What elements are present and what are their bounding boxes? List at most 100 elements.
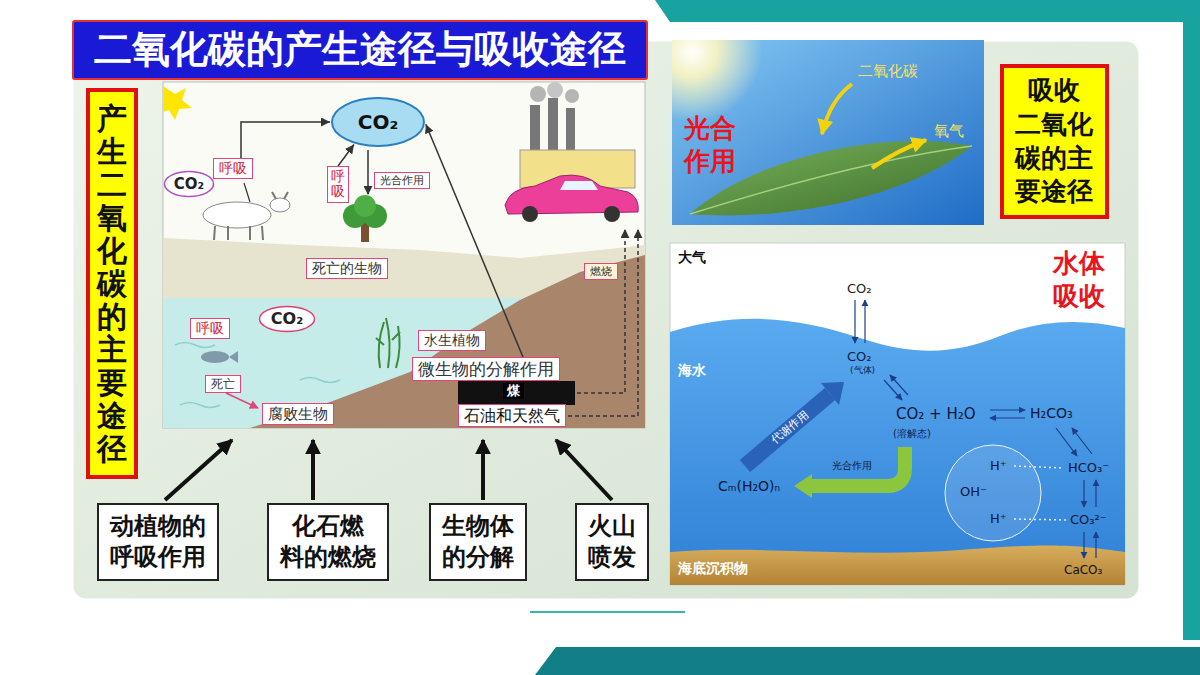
smoke-puff (547, 82, 563, 98)
node-text: 光合作用 (380, 174, 424, 187)
node-text: CO₂ (358, 110, 398, 134)
title-text: 二氧化碳的产生途径与吸收途径 (94, 27, 626, 73)
equilibrium-arrow (1056, 428, 1077, 456)
node-text: 水生植物 (424, 332, 480, 349)
dotted-link (1014, 466, 1064, 468)
equilibrium-arrow (1072, 428, 1092, 454)
ion-label: HCO₃⁻ (1068, 460, 1109, 476)
pointer-arrow (556, 440, 612, 500)
dotted-link (1014, 519, 1066, 520)
node-text: 吸收 二氧化 碳的主 要途径 (1014, 74, 1095, 209)
node-text: 腐败生物 (268, 405, 328, 423)
equilibrium-arrow (1095, 532, 1096, 558)
car-window (560, 181, 598, 190)
cow-body (203, 202, 271, 228)
process-tag: 呼吸 (190, 318, 230, 339)
co2-pool-ellipse: CO₂ (330, 96, 426, 148)
ocean-frame (670, 243, 1125, 585)
sea-water (670, 319, 1125, 585)
o2-out-arrow (872, 140, 926, 168)
gas-label: 二氧化碳 (858, 62, 918, 80)
equilibrium-arrow (854, 300, 855, 343)
formula-label: CO₂ + H₂O (896, 405, 976, 423)
equilibrium-arrow (990, 417, 1025, 418)
ellipse-shape (332, 98, 424, 146)
chimney (530, 105, 540, 150)
zone-label: 大气 (678, 249, 706, 266)
zone-label: 海底沉积物 (678, 560, 748, 577)
chimney (566, 108, 575, 150)
process-label: 光合作用 (832, 460, 872, 472)
formula-label: Cₘ(H₂O)ₙ (718, 478, 780, 495)
water-ripples (175, 343, 340, 408)
equilibrium-arrow (1083, 532, 1084, 558)
node-text: 燃烧 (590, 265, 612, 278)
tree-crown (354, 195, 376, 217)
coal-seam (458, 381, 575, 405)
cow-figure (203, 192, 290, 240)
node-text: 微生物的分解作用 (418, 359, 554, 379)
state-note: (溶解态) (893, 428, 931, 440)
equilibrium-arrows (855, 300, 1096, 558)
source-box: 动植物的 呼吸作用 (97, 503, 219, 581)
leader-line (244, 183, 250, 202)
formula-label: CO₂ (847, 349, 872, 365)
sun-symbol (163, 86, 192, 120)
zone-label: 海水 (678, 362, 706, 379)
node-text: 生物体 的分解 (441, 511, 515, 573)
pointer-arrow (481, 440, 485, 500)
leaf-photo (622, 0, 984, 225)
equilibrium-arrow (1083, 480, 1084, 507)
photosynthesis-arrow (367, 150, 369, 194)
equilibrium-arrow (990, 409, 1025, 410)
node-text: 死亡 (211, 377, 235, 391)
gas-label: 氧气 (934, 122, 964, 140)
process-tag: 腐败生物 (262, 403, 334, 425)
ion-label: H⁺ (990, 458, 1007, 474)
metabolism-band-arrow (745, 394, 830, 466)
pointer-arrow (311, 440, 315, 500)
tree-figure (343, 195, 387, 242)
process-label: 代谢作用 (769, 408, 811, 447)
formula-label: H₂CO₃ (1030, 405, 1073, 422)
car-figure (505, 175, 638, 222)
ellipse-shape (165, 172, 214, 197)
formula-label: CaCO₃ (1064, 563, 1102, 577)
source-heading-box: 产生二氧化碳的主要途径 (86, 88, 138, 479)
process-tag: 石油和天然气 (458, 404, 566, 427)
node-text: 呼吸 (196, 320, 224, 337)
process-tag: 死亡 (205, 375, 241, 393)
dashed-arrow (577, 230, 625, 393)
earth-slope (250, 255, 645, 428)
cow-head (270, 198, 290, 212)
content-panel (72, 40, 1140, 600)
ion-label: OH⁻ (960, 484, 987, 500)
divider-line (530, 611, 685, 613)
state-note: (气体) (850, 365, 875, 376)
equilibrium-arrow (864, 300, 865, 343)
equilibrium-arrow (1095, 480, 1096, 507)
equilibrium-arrow (890, 375, 908, 395)
co2-in-arrow (822, 84, 852, 134)
ion-label: H⁺ (990, 511, 1007, 527)
fish-figure (201, 351, 238, 363)
illustration-frame (163, 82, 645, 428)
source-box: 化石燃 料的燃烧 (267, 503, 389, 581)
ocean-diagram (670, 243, 1125, 585)
source-box: 火山 喷发 (575, 503, 649, 581)
process-tag: 呼吸 (327, 166, 349, 203)
process-tag: 呼吸 (213, 158, 253, 179)
car-wheel (604, 206, 620, 222)
fish-body (201, 351, 229, 363)
pointer-arrows (165, 440, 612, 500)
flow-arrow (338, 145, 354, 166)
dashed-arrow (568, 230, 638, 416)
photo-heading: 光合 作用 (683, 112, 738, 177)
sink-heading-box: 吸收 二氧化 碳的主 要途径 (1000, 64, 1109, 219)
coal-tag: 煤 (503, 383, 524, 399)
water-plant (376, 318, 400, 368)
sun-glow (672, 40, 762, 122)
carbon-cycle-illustration (163, 82, 645, 428)
smoke-puff (565, 89, 579, 103)
